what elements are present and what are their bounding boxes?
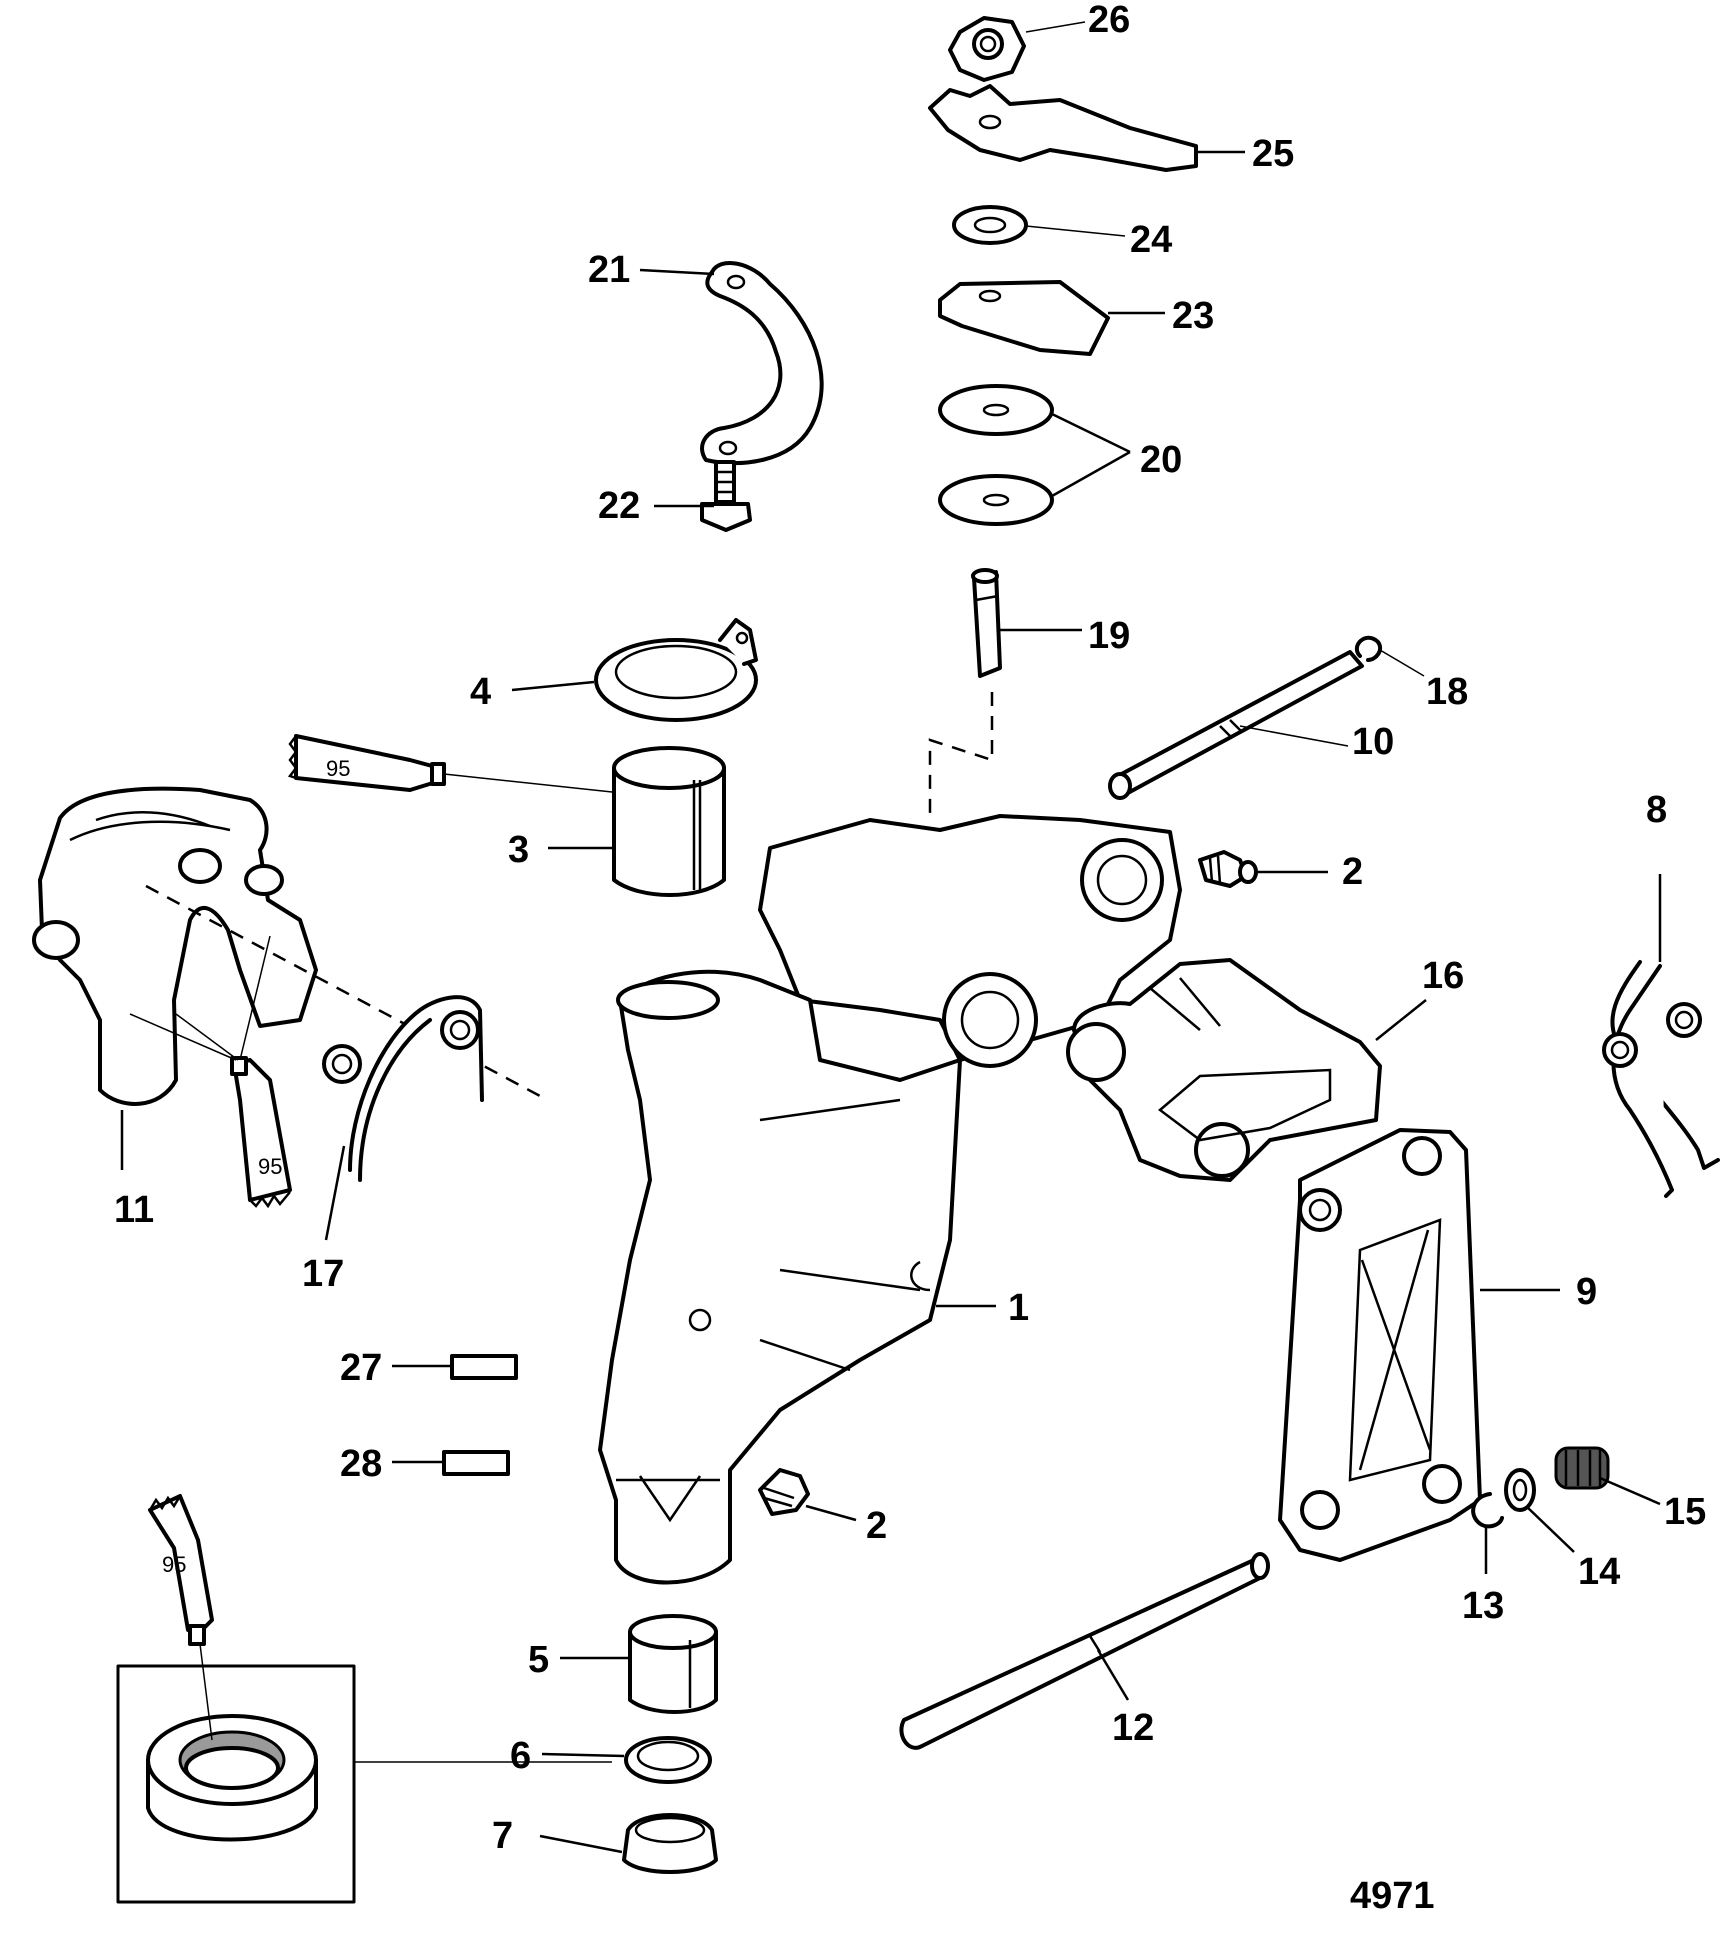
- part-21-bracket: [700, 261, 824, 466]
- callout-7: 7: [492, 1815, 513, 1857]
- leader-20a: [1051, 412, 1131, 454]
- leader-4: [511, 680, 595, 692]
- part-3-bushing: [612, 746, 726, 897]
- leader-sealant-clamp-b: [175, 1013, 239, 1061]
- callout-17: 17: [302, 1253, 344, 1295]
- sealant-label-top: 95: [326, 756, 350, 781]
- part-2-grease-fitting-lower: [758, 1468, 810, 1516]
- seal-inset-box: 95: [116, 1494, 356, 1904]
- part-26-lock-nut: [948, 16, 1026, 82]
- callout-20: 20: [1140, 439, 1182, 481]
- part-4-retainer: [594, 618, 758, 722]
- part-13-clip: [1471, 1492, 1504, 1529]
- part-9-transom-bracket: [1278, 1128, 1482, 1562]
- callout-6: 6: [510, 1735, 531, 1777]
- callout-26: 26: [1088, 0, 1130, 41]
- sealant-tube-top: 95: [287, 734, 446, 792]
- callout-27: 27: [340, 1347, 382, 1389]
- callout-15: 15: [1664, 1491, 1706, 1533]
- part-18-clip: [1354, 635, 1383, 662]
- callout-19: 19: [1088, 615, 1130, 657]
- leader-6: [541, 1752, 625, 1758]
- part-2-grease-fitting-upper: [1198, 850, 1258, 888]
- leader-sealant-clamp-c: [239, 935, 271, 1061]
- leader-26: [1025, 21, 1086, 33]
- callout-22: 22: [598, 485, 640, 527]
- part-19-pin: [971, 568, 1002, 678]
- callout-10: 10: [1352, 721, 1394, 763]
- part-6-seal-ring: [624, 1736, 712, 1784]
- leader-inset-tube: [199, 1643, 213, 1741]
- leader-17: [324, 1145, 346, 1241]
- part-22-bolt: [700, 460, 752, 532]
- leader-2-lower: [805, 1504, 857, 1522]
- sealant-tube-clamp: 95: [230, 1056, 292, 1209]
- callout-1: 1: [1008, 1287, 1029, 1329]
- part-11-clamp-bracket: [32, 786, 318, 1106]
- callout-8: 8: [1646, 789, 1667, 831]
- leader-18: [1379, 649, 1425, 677]
- leader-12: [1096, 1649, 1130, 1701]
- part-1-swivel-bracket: [598, 814, 1182, 1585]
- callout-14: 14: [1578, 1551, 1620, 1593]
- sealant-label-clamp: 95: [258, 1154, 282, 1179]
- leader-7: [539, 1834, 623, 1854]
- part-15-spring: [1554, 1446, 1610, 1490]
- callout-28: 28: [340, 1443, 382, 1485]
- part-8-spring: [1602, 960, 1720, 1198]
- callout-16: 16: [1422, 955, 1464, 997]
- part-23-plate: [938, 280, 1110, 356]
- callout-21: 21: [588, 249, 630, 291]
- part-5-lower-bushing: [628, 1614, 718, 1714]
- callout-18: 18: [1426, 671, 1468, 713]
- alignment-line-center: [928, 692, 994, 820]
- part-12-tilt-tube: [899, 1552, 1270, 1750]
- part-17-spring: [322, 995, 484, 1182]
- callout-23: 23: [1172, 295, 1214, 337]
- sealant-label-inset: 95: [162, 1552, 186, 1577]
- callout-25: 25: [1252, 133, 1294, 175]
- leader-16: [1375, 999, 1427, 1041]
- part-7-cap: [622, 1813, 718, 1874]
- callout-9: 9: [1576, 1271, 1597, 1313]
- part-16-tilt-lock: [1066, 958, 1382, 1182]
- part-14-washer: [1504, 1468, 1536, 1512]
- part-24-washer: [952, 205, 1028, 245]
- leader-15: [1599, 1476, 1661, 1506]
- callout-5: 5: [528, 1639, 549, 1681]
- leader-14: [1525, 1505, 1575, 1553]
- callout-4: 4: [470, 671, 491, 713]
- callout-12: 12: [1112, 1707, 1154, 1749]
- callout-3: 3: [508, 829, 529, 871]
- part-10-shaft: [1108, 650, 1364, 800]
- leader-20b: [1051, 450, 1131, 498]
- leader-21: [639, 268, 715, 276]
- leader-sealant-top: [443, 773, 613, 793]
- part-25-lever: [928, 84, 1198, 172]
- callout-24: 24: [1130, 219, 1172, 261]
- figure-number: 4971: [1350, 1875, 1435, 1917]
- leader-10: [1239, 725, 1349, 747]
- callout-2-lower: 2: [866, 1505, 887, 1547]
- callout-2-upper: 2: [1342, 851, 1363, 893]
- callout-11: 11: [114, 1189, 154, 1231]
- part-20-washers: [938, 384, 1054, 526]
- leader-sealant-clamp-a: [129, 1013, 237, 1061]
- callout-13: 13: [1462, 1585, 1504, 1627]
- part-28-decal: [442, 1450, 510, 1476]
- part-27-decal: [450, 1354, 518, 1380]
- leader-24: [1025, 225, 1126, 237]
